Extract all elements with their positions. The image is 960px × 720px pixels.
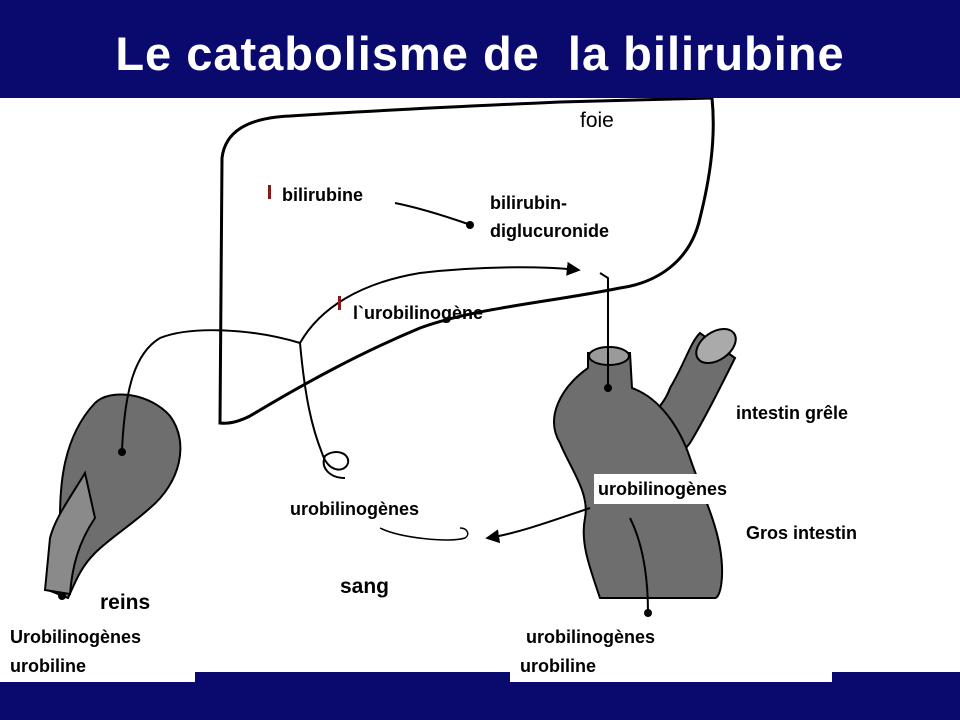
bottom-band-right <box>510 672 832 682</box>
ureter-shape <box>43 470 97 596</box>
bottom-band-left <box>0 672 195 682</box>
blood-small-loop <box>379 527 469 541</box>
kidney-circulation-line <box>121 329 301 451</box>
dot-intestine-excretion <box>644 609 652 617</box>
enterohepatic-line <box>299 261 581 344</box>
label-urobilinogenes-intestin: urobilinogènes <box>594 474 762 505</box>
label-bilirubin-line2: diglucuronide <box>490 221 609 241</box>
dot-duodenum <box>604 384 612 392</box>
label-bilirubine: bilirubine <box>282 185 363 205</box>
bile-duct-line <box>599 272 609 388</box>
label-foie: foie <box>580 109 614 132</box>
label-urobilinogene: l`urobilinogène <box>353 303 483 323</box>
blood-loop-line <box>299 342 350 479</box>
intestine-excretion-line <box>629 517 649 614</box>
label-reins-out-line1: Urobilinogènes <box>10 627 142 647</box>
liver-outline <box>218 98 715 425</box>
diagram-canvas <box>43 98 737 617</box>
label-gros-intestin: Gros intestin <box>746 523 858 543</box>
arrow-bilirubine-to-diglucuronide <box>394 202 469 225</box>
marker-bilirubine <box>268 185 271 199</box>
label-intestin-out-line1: urobilinogènes <box>526 627 656 647</box>
dot-kidney-excretion <box>58 592 66 600</box>
title-bar: Le catabolisme de la bilirubine <box>0 0 960 98</box>
kidney-shape <box>46 393 182 600</box>
intestine-to-blood-arrow <box>485 507 591 544</box>
marker-urobilinogene <box>338 296 341 310</box>
label-reins: reins <box>100 591 151 614</box>
label-intestin-grele: intestin grêle <box>736 403 849 423</box>
small-intestine-opening <box>695 327 737 365</box>
label-intestin-out-line2: urobiline <box>520 656 596 676</box>
dot-diglucuronide <box>466 221 474 229</box>
diagram-area: foie bilirubine bilirubin- diglucuronide… <box>0 98 960 676</box>
slide-title: Le catabolisme de la bilirubine <box>115 27 845 80</box>
label-sang: sang <box>340 575 390 598</box>
dot-kidney <box>118 448 126 456</box>
label-reins-out-line2: urobiline <box>10 656 86 676</box>
label-urobilinogenes-sang: urobilinogènes <box>290 499 420 519</box>
label-bilirubin-line1: bilirubin- <box>490 193 567 213</box>
